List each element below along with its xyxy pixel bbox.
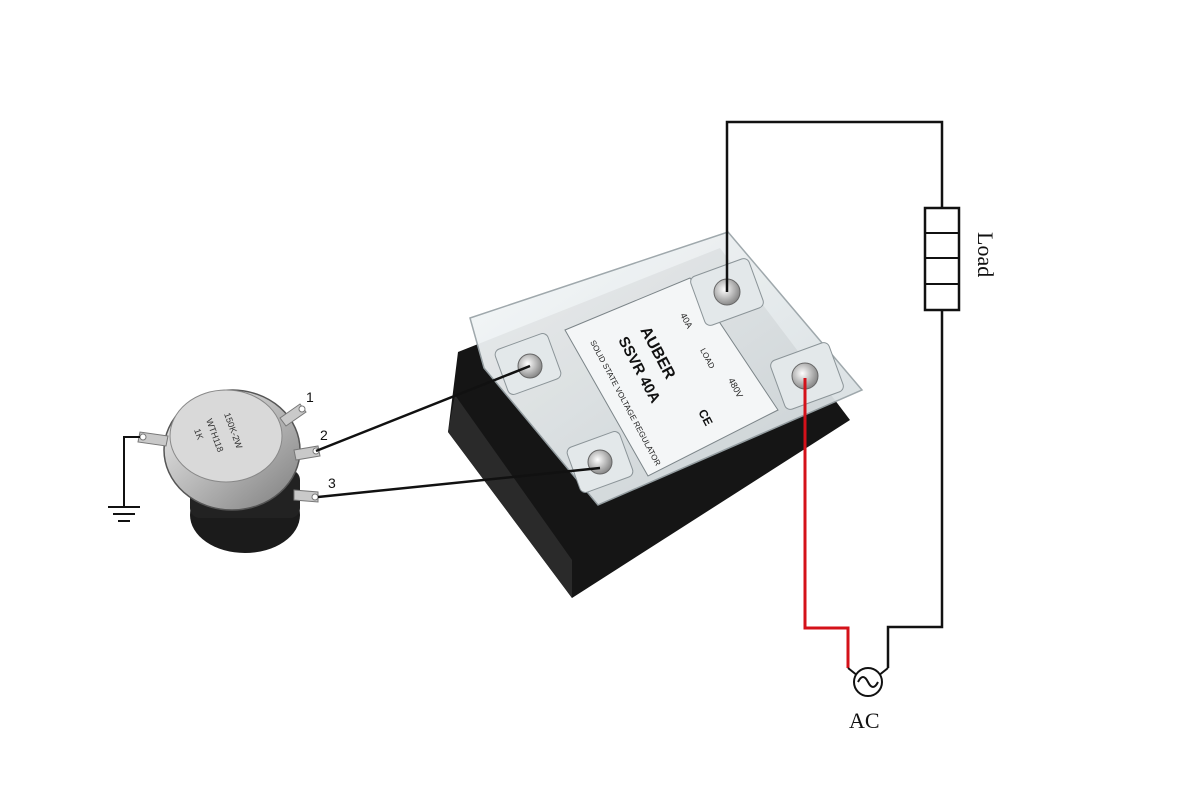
load-label: Load [973,232,998,277]
wire-pin2-to-relay [315,364,531,453]
wire-pin3-to-relay [317,466,601,499]
ac-label: AC [849,708,880,733]
wire-relay-to-load [725,120,944,292]
relay-label-panel [564,277,779,477]
pot-text-line3: 1K [192,427,205,441]
wire-load-to-ac [886,310,944,668]
potentiometer: WTH118 150K-2W 1K [137,389,321,553]
load-resistor-icon [923,206,961,312]
pin-label-1: 1 [306,389,314,405]
relay-base-side [448,395,572,598]
pot-lug-3 [293,489,319,503]
wire-relay-to-ac-live [803,378,850,668]
relay-ce-mark: CE [695,407,715,428]
pin-label-2: 2 [320,427,328,443]
ground-symbol-icon [108,436,140,522]
ac-source-icon [847,667,889,697]
pin-label-3: 3 [328,475,336,491]
solid-state-relay: AUBER SSVR 40A SOLID STATE VOLTAGE REGUL… [448,231,864,598]
